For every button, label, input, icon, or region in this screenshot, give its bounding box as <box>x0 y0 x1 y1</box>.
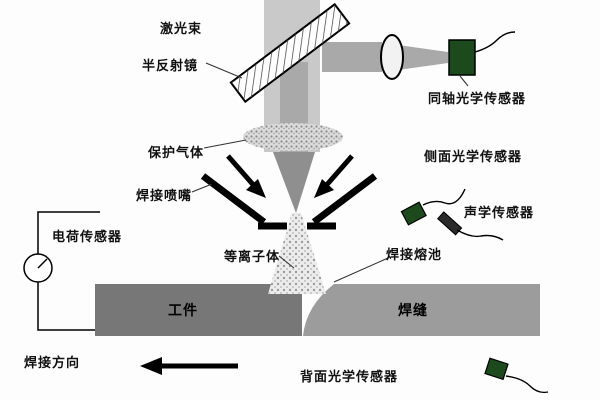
half-mirror <box>229 2 351 104</box>
label-shielding-gas: 保护气体 <box>148 145 205 160</box>
label-plasma: 等离子体 <box>224 249 281 264</box>
label-half-mirror: 半反射镜 <box>142 58 199 73</box>
label-workpiece: 工件 <box>168 302 198 318</box>
charge-sensor-meter <box>23 211 100 331</box>
label-charge-sensor: 电荷传感器 <box>52 229 123 244</box>
label-welding-direction: 焊接方向 <box>24 355 81 370</box>
label-weld-seam: 焊缝 <box>398 302 428 318</box>
acoustic-sensor <box>437 211 504 241</box>
label-coaxial-optical-sensor: 同轴光学传感器 <box>428 91 527 106</box>
label-acoustic-sensor: 声学传感器 <box>464 205 535 220</box>
label-laser-beam: 激光束 <box>160 21 203 36</box>
shielding-gas-cloud <box>243 123 343 151</box>
leader-lines <box>191 62 469 283</box>
lens <box>380 34 404 80</box>
weld-seam-block <box>303 284 540 336</box>
plasma-plume <box>268 213 326 294</box>
back-optical-sensor <box>484 357 549 394</box>
welding-direction-arrow <box>140 357 238 375</box>
reflected-beam <box>322 42 448 72</box>
label-side-optical-sensor: 侧面光学传感器 <box>424 149 523 164</box>
coaxial-optical-sensor <box>448 31 516 76</box>
label-weld-pool: 焊接熔池 <box>386 247 443 262</box>
label-welding-nozzle: 焊接喷嘴 <box>136 188 193 203</box>
side-optical-sensor <box>400 188 466 226</box>
label-back-optical-sensor: 背面光学传感器 <box>300 369 399 384</box>
welding-nozzle <box>200 173 378 230</box>
workpiece-block <box>95 284 302 336</box>
gas-flow-arrows <box>226 154 354 198</box>
